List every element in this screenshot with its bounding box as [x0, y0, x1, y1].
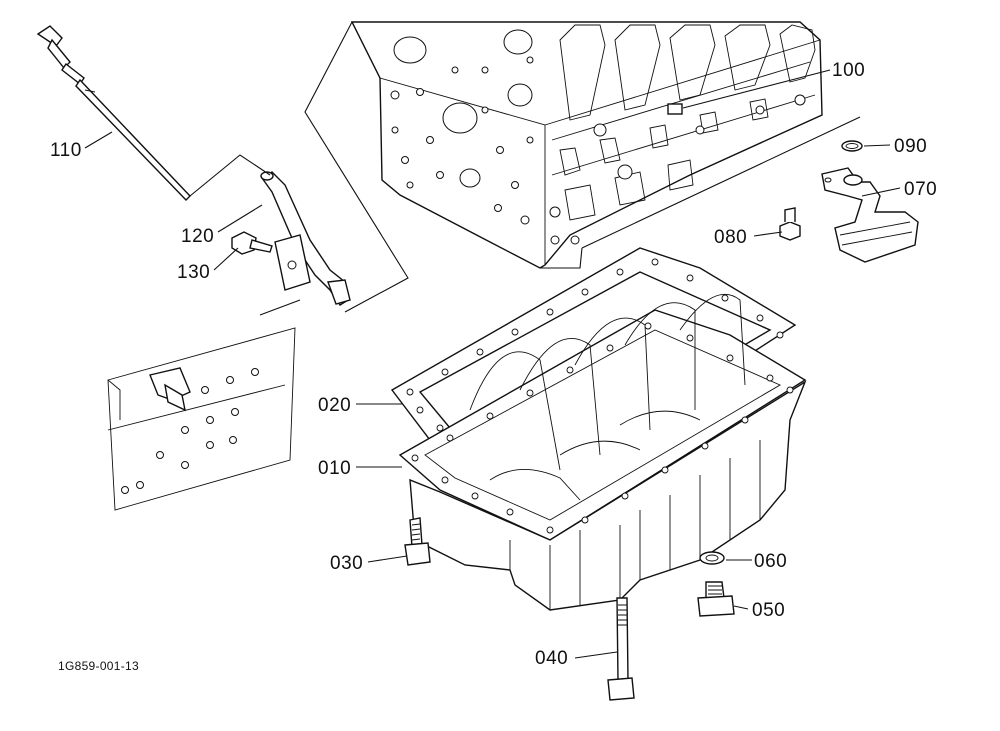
callout-leaders [84, 69, 901, 659]
callout-070: 070 [904, 179, 937, 200]
assembly-lines [189, 21, 861, 555]
dipstick-guide-120 [260, 171, 351, 306]
callout-090: 090 [894, 136, 927, 157]
callout-010: 010 [318, 458, 351, 479]
callout-100: 100 [832, 60, 865, 81]
callout-040: 040 [535, 648, 568, 669]
callout-130: 130 [177, 262, 210, 283]
callout-080: 080 [714, 227, 747, 248]
washer-060-inner [705, 554, 719, 562]
washer-060 [699, 551, 725, 565]
o-ring-090 [841, 140, 863, 152]
oil-strainer-070 [821, 167, 919, 263]
callout-110: 110 [50, 140, 82, 161]
drain-plug-050 [697, 581, 735, 617]
plug-100 [667, 103, 683, 115]
drawing-code: 1G859-001-13 [58, 659, 139, 673]
bracket-130 [231, 231, 311, 291]
callout-120: 120 [181, 226, 214, 247]
callout-050: 050 [752, 600, 785, 621]
side-plate [107, 327, 296, 511]
dipstick-110 [36, 25, 191, 201]
callout-020: 020 [318, 395, 351, 416]
callout-030: 030 [330, 553, 363, 574]
callout-060: 060 [754, 551, 787, 572]
o-ring-090-inner [845, 143, 859, 149]
stud-040 [607, 597, 635, 701]
bolt-030 [404, 517, 431, 566]
bolt-080 [779, 207, 801, 241]
engine-block [350, 21, 823, 269]
